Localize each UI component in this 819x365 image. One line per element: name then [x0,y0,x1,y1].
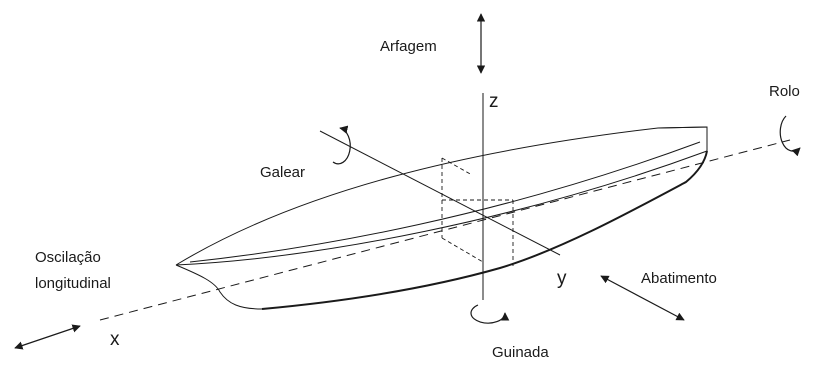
label-rolo: Rolo [769,83,800,100]
galear-rotation-icon [332,125,351,165]
label-galear: Galear [260,164,305,181]
axis-label-x: x [110,329,120,350]
midship-section [441,157,514,266]
deck-edge-far [175,126,708,266]
label-guinada: Guinada [492,344,549,361]
x-axis-line [99,139,791,321]
linear-arrows [14,13,685,350]
abatimento-arrow [600,275,685,321]
rolo-rotation-icon [779,115,801,157]
label-oscilacao-line2: longitudinal [35,275,111,292]
keel-line [261,150,708,310]
coordinate-axes [99,93,791,321]
guinada-rotation-icon [470,304,510,324]
bow-stem [175,264,263,310]
ship-hull [175,126,708,310]
y-axis-line [319,130,561,256]
deck-edge-near [175,150,708,266]
label-oscilacao-line1: Oscilação [35,249,101,266]
label-abatimento: Abatimento [641,270,717,287]
deck-centerline [189,141,701,263]
axis-label-y: y [557,268,567,289]
rotation-arrows [332,115,801,324]
motion-labels: Arfagem Rolo Galear Oscilação longitudin… [35,38,800,361]
label-arfagem: Arfagem [380,38,437,55]
transom [657,126,708,151]
oscilacao-arrow [14,324,81,350]
axis-label-z: z [489,91,499,112]
